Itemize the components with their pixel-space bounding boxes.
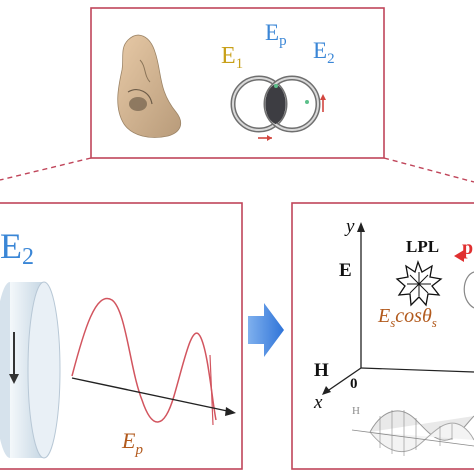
lpl-star-icon: [395, 260, 443, 307]
axis-e-label: E: [339, 260, 352, 281]
y-axis-arrowhead: [357, 222, 365, 232]
label-ep: Ep: [265, 20, 287, 49]
connector-left: [0, 157, 92, 181]
label-e2: E2: [313, 38, 335, 67]
x-axis: [325, 367, 362, 393]
disc-polarizer: [0, 281, 61, 459]
z-axis: [360, 367, 474, 373]
axis-h-label: H: [314, 360, 329, 381]
eye-illustration: [117, 34, 182, 138]
lpl-label: LPL: [406, 237, 439, 256]
label-ep-wave: Ep: [121, 428, 143, 458]
connector-right: [383, 157, 474, 183]
em-wave-sketch: H: [351, 405, 474, 456]
axis-x-label: x: [313, 392, 323, 413]
cut-label-p: p: [462, 237, 473, 259]
propagation-axis: [71, 377, 233, 413]
wave-h-label: H: [352, 405, 360, 417]
label-e1: E1: [221, 43, 243, 72]
red-rotation-arrows: [258, 94, 326, 141]
label-e2-large: E2: [0, 226, 34, 270]
sine-wave: [71, 297, 217, 426]
right-panel: y x E H 0 LPL Escosθs p: [291, 202, 474, 470]
red-pointer-icon: [454, 250, 464, 262]
transition-arrow-icon: [248, 303, 284, 357]
left-panel: E2 Ep: [0, 202, 243, 470]
formula-escos: Escosθs: [377, 305, 437, 330]
origin-label: 0: [350, 376, 358, 392]
propagation-arrowhead: [225, 407, 236, 416]
x-axis-arrowhead: [322, 386, 331, 395]
polarizer-edge: [463, 271, 474, 309]
top-panel: E1 Ep E2: [90, 7, 385, 159]
lens-rings: [230, 75, 321, 133]
axis-y-label: y: [344, 216, 355, 237]
